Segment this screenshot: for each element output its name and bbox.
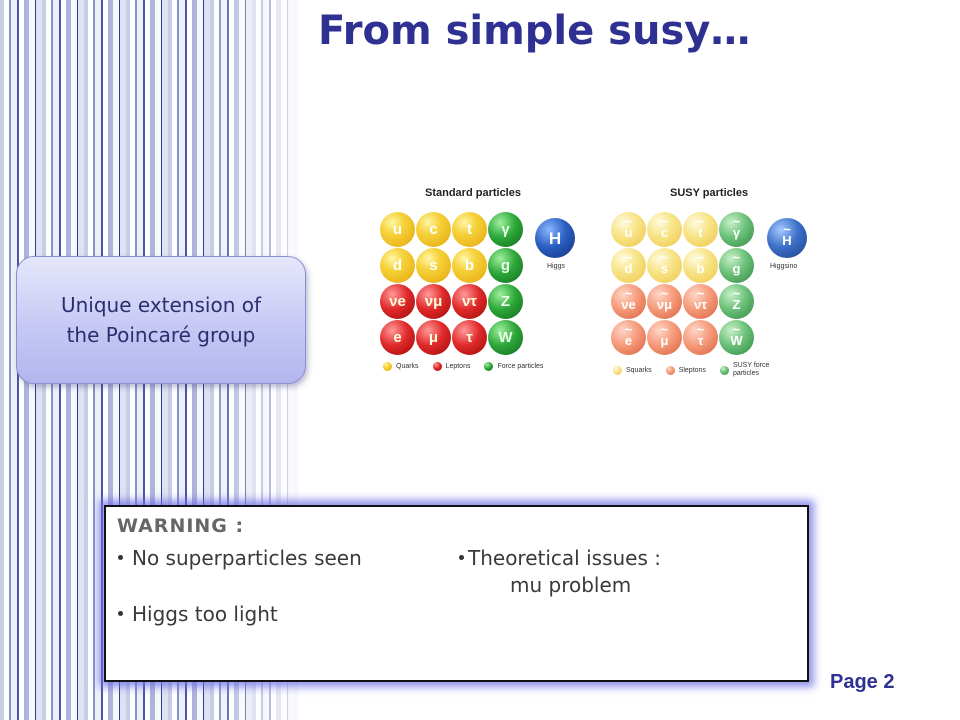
page-number: Page 2 [830,671,895,693]
standard-particle-3-3: W [488,320,523,355]
slide-title: From simple susy… [318,8,751,54]
susy-particle-1-0: ~d [611,248,646,283]
warning-item-theoretical: Theoretical issues : [459,546,661,570]
standard-particle-0-0: u [380,212,415,247]
susy-particle-1-3: ~g [719,248,754,283]
standard-particle-2-2: ντ [452,284,487,319]
susy-particle-0-0: ~u [611,212,646,247]
legend-susy-force: SUSY force particles [732,362,770,377]
susy-particle-1-2: ~b [683,248,718,283]
standard-particle-1-1: s [416,248,451,283]
legend-force: Force particles [497,363,544,370]
susy-particle-3-1: ~μ [647,320,682,355]
susy-particle-2-2: ~ντ [683,284,718,319]
susy-particle-3-2: ~τ [683,320,718,355]
squark-dot [613,365,622,375]
slepton-dot [665,365,675,375]
standard-particle-1-2: b [452,248,487,283]
standard-particle-0-2: t [452,212,487,247]
susy-legend: Squarks Sleptons SUSY force particles [613,362,797,378]
warning-item-no-superparticles: No superparticles seen [118,546,362,570]
susy-particle-3-0: ~e [611,320,646,355]
quark-dot [383,362,392,371]
higgsino-ball: ~ H [767,218,807,258]
susy-particle-0-2: ~t [683,212,718,247]
warning-box: WARNING : No superparticles seen Higgs t… [104,505,809,682]
legend-squarks: Squarks [626,366,652,374]
standard-particles-title: Standard particles [425,187,521,199]
lepton-dot [432,362,442,371]
force-dot [484,362,494,371]
susy-particle-3-3: ~W [719,320,754,355]
susy-particle-0-3: ~γ [719,212,754,247]
legend-leptons: Leptons [445,363,471,370]
warning-heading: WARNING : [117,515,245,537]
standard-particle-2-3: Z [488,284,523,319]
legend-sleptons: Sleptons [678,366,706,374]
susy-particles-title: SUSY particles [670,187,749,199]
legend-quarks: Quarks [396,363,419,370]
standard-particle-0-3: γ [488,212,523,247]
susy-force-dot [719,365,729,375]
susy-particle-2-0: ~νe [611,284,646,319]
susy-particle-2-1: ~νμ [647,284,682,319]
standard-particle-3-1: μ [416,320,451,355]
warning-subitem-mu-problem: mu problem [510,573,632,597]
standard-particle-2-0: νe [380,284,415,319]
callout-line-2: the Poincaré group [66,323,256,347]
poincare-callout: Unique extension of the Poincaré group [16,256,306,384]
standard-particle-1-0: d [380,248,415,283]
callout-line-1: Unique extension of [60,293,262,317]
standard-legend: Quarks Leptons Force particles [383,362,557,371]
standard-particle-0-1: c [416,212,451,247]
susy-particle-0-1: ~c [647,212,682,247]
standard-particle-1-3: g [488,248,523,283]
higgsino-label: Higgsino [770,263,798,270]
higgs-ball: H [535,218,575,258]
standard-particle-3-2: τ [452,320,487,355]
higgs-label: Higgs [547,263,565,270]
standard-particle-3-0: e [380,320,415,355]
standard-particle-2-1: νμ [416,284,451,319]
warning-item-higgs-light: Higgs too light [118,602,278,626]
susy-particle-2-3: ~Z [719,284,754,319]
susy-particle-1-1: ~s [647,248,682,283]
